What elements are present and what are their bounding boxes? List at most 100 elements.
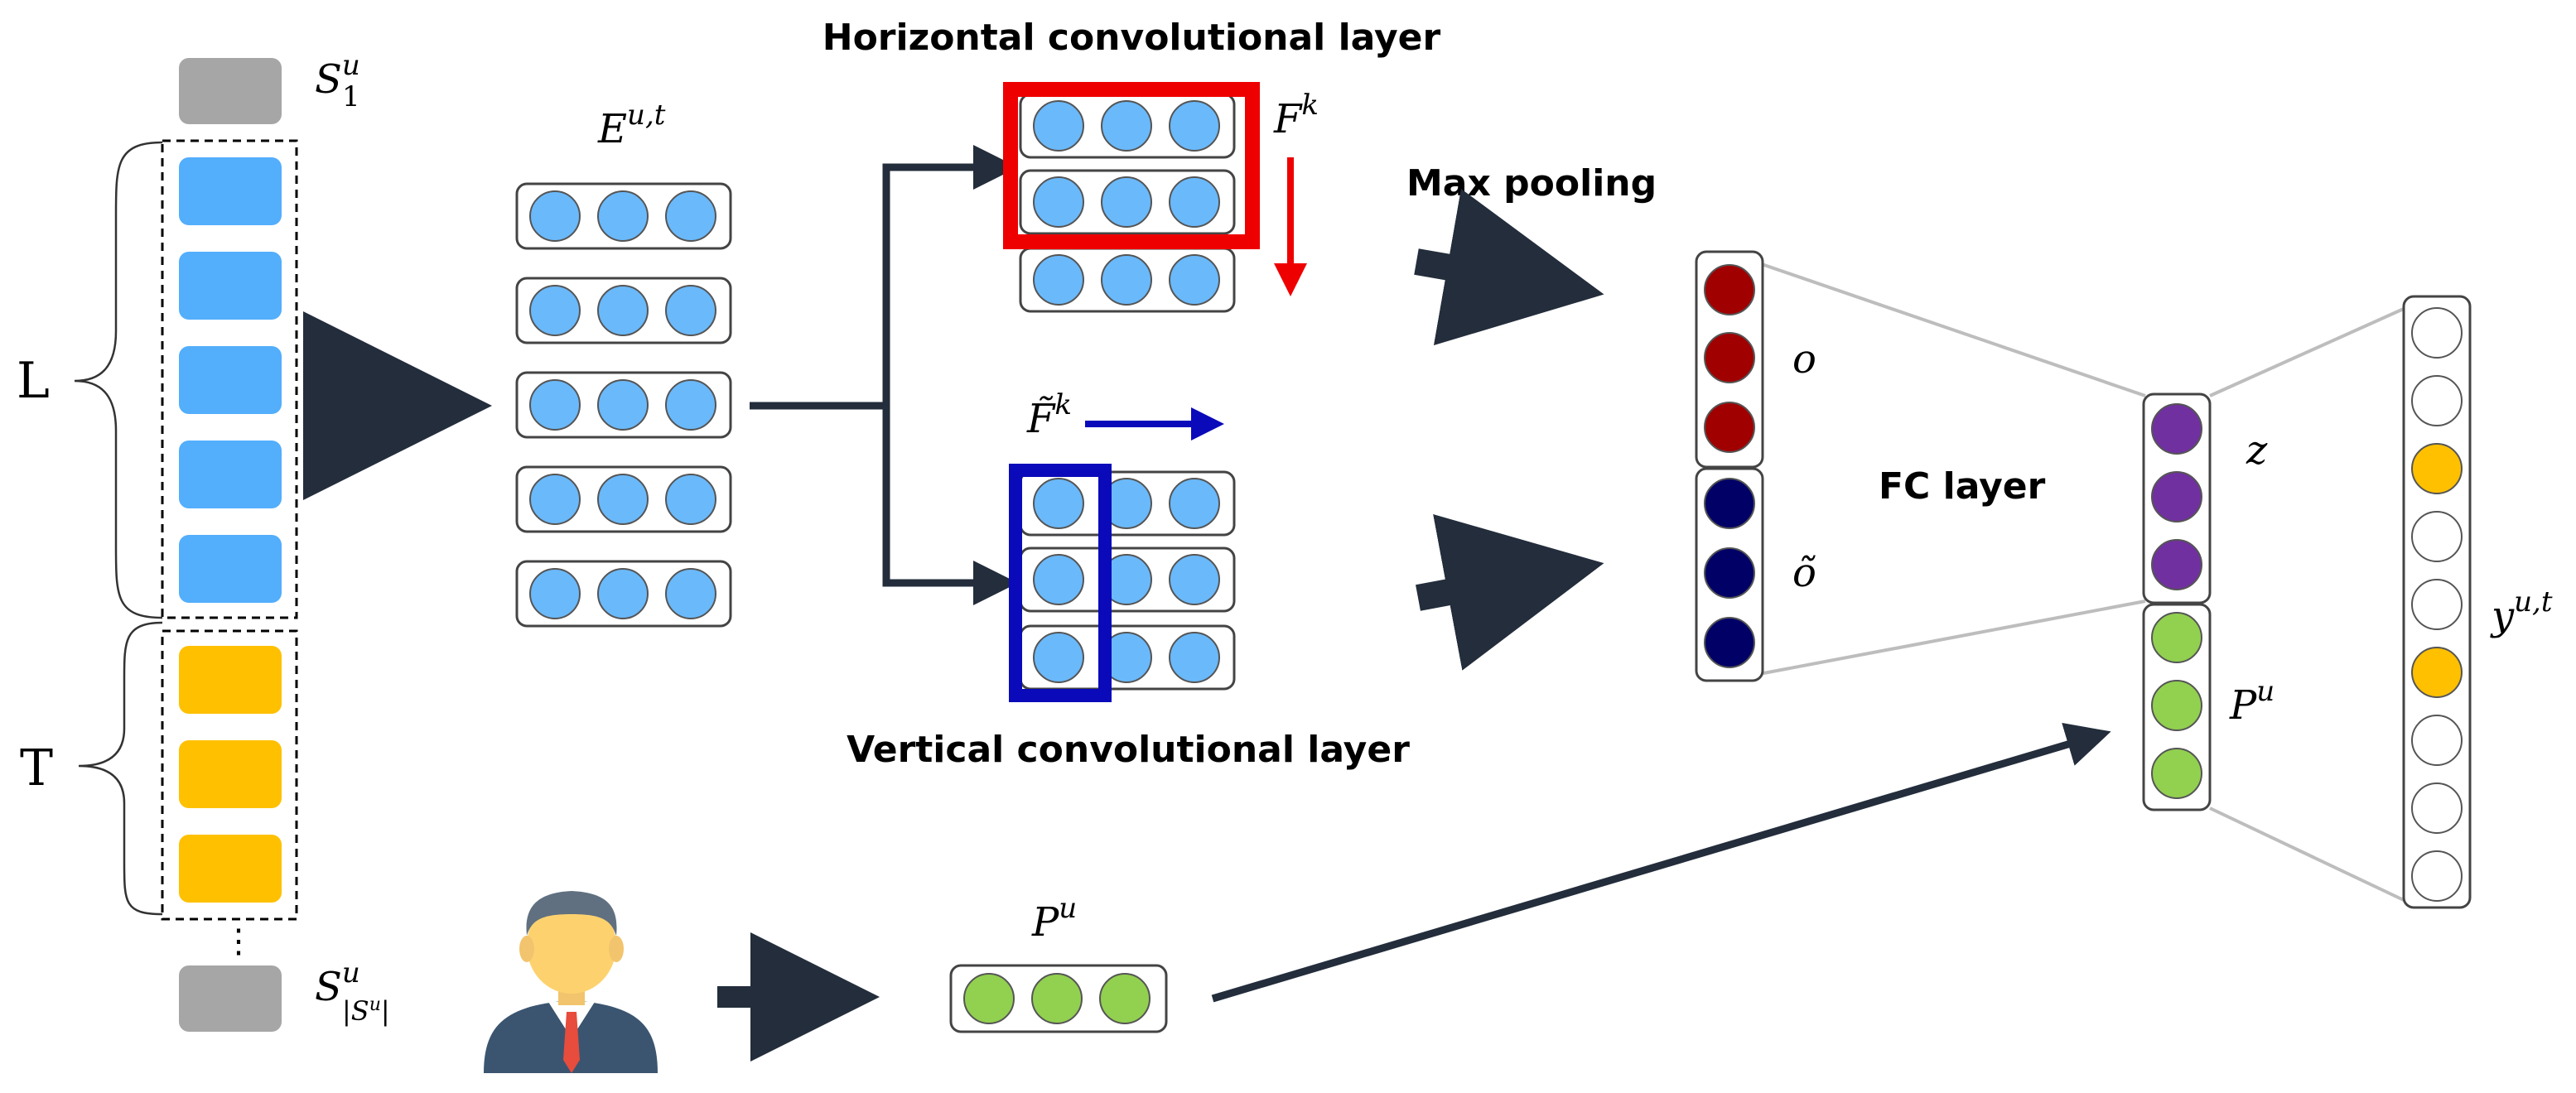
- y-unit: [2411, 850, 2463, 902]
- embedding-unit: [665, 285, 716, 336]
- vertical-conv-row: [1019, 546, 1236, 613]
- e-label: Eu,t: [597, 99, 666, 152]
- o-vector: [1704, 264, 1755, 453]
- embedding-unit: [1169, 176, 1220, 228]
- embedding-unit: [1033, 176, 1084, 228]
- embedding-unit: [1169, 632, 1220, 683]
- embedding-unit: [597, 568, 649, 619]
- embedding-row: [515, 182, 732, 250]
- embedding-unit: [1031, 973, 1083, 1024]
- horizontal-conv-row: [1019, 169, 1236, 235]
- max-pooling-label: Max pooling: [1406, 162, 1657, 205]
- embedding-unit: [1101, 100, 1152, 152]
- embedding-unit: [1101, 254, 1152, 306]
- o-tilde-unit: [1704, 617, 1755, 668]
- y-unit: [2411, 579, 2463, 630]
- vertical-layer-title: Vertical convolutional layer: [847, 729, 1410, 771]
- sequence-first-item: [179, 58, 282, 124]
- embedding-unit: [1033, 100, 1084, 152]
- embedding-row: [515, 465, 732, 533]
- horizontal-conv-row: [1019, 93, 1236, 159]
- t-block: [179, 646, 282, 714]
- o-tilde-vector: [1704, 478, 1755, 668]
- t-label: T: [20, 739, 53, 797]
- y-unit: [2411, 307, 2463, 359]
- embedding-unit: [665, 568, 716, 619]
- horizontal-filter: [1003, 82, 1260, 249]
- embedding-unit: [1101, 176, 1152, 228]
- embedding-unit: [1033, 554, 1084, 605]
- vertical-filter: [1009, 464, 1112, 702]
- l-block: [179, 252, 282, 320]
- l-block: [179, 346, 282, 414]
- z-unit: [2151, 539, 2202, 590]
- f-label: Fk: [1273, 89, 1319, 142]
- embedding-unit: [529, 379, 581, 431]
- t-blocks: [179, 646, 282, 903]
- t-block: [179, 740, 282, 808]
- embedding-unit: [1099, 973, 1151, 1024]
- y-unit: [2411, 375, 2463, 426]
- embedding-unit: [963, 973, 1015, 1024]
- user-embedding-row: [949, 964, 1168, 1033]
- l-blocks: [179, 157, 282, 603]
- vertical-conv-row: [1019, 470, 1236, 537]
- y-unit: [2411, 443, 2463, 494]
- embedding-unit: [1033, 478, 1084, 529]
- user-embedding: [949, 964, 1168, 1033]
- l-block: [179, 441, 282, 508]
- sequence-last-item: [179, 965, 282, 1032]
- embedding-unit: [665, 190, 716, 242]
- l-window-box: [161, 139, 298, 619]
- ellipsis: ⋮: [222, 922, 255, 961]
- horizontal-conv-row: [1019, 247, 1236, 313]
- embedding-unit: [1169, 254, 1220, 306]
- pooling-arrow-top: [1414, 188, 1604, 346]
- l-label: L: [17, 352, 50, 410]
- t-block: [179, 835, 282, 903]
- embedding-matrix: [515, 182, 732, 628]
- embedding-unit: [529, 474, 581, 525]
- embedding-row: [515, 371, 732, 439]
- pu-unit: [2151, 680, 2202, 731]
- vertical-conv-row: [1019, 624, 1236, 691]
- o-unit: [1704, 332, 1755, 383]
- z-unit: [2151, 403, 2202, 455]
- embedding-unit: [1033, 632, 1084, 683]
- z-label: z: [2246, 427, 2268, 474]
- y-vector: [2411, 307, 2463, 902]
- o-label: o: [1792, 336, 1816, 383]
- embedding-unit: [529, 568, 581, 619]
- o-tilde-unit: [1704, 478, 1755, 529]
- l-brace: [74, 141, 163, 619]
- pu-unit: [2151, 612, 2202, 663]
- embedding-row: [515, 560, 732, 628]
- person-icon: [484, 891, 658, 1073]
- pu-unit: [2151, 748, 2202, 799]
- pu-vector: [2151, 612, 2202, 799]
- s1-subscript: 1: [342, 80, 360, 113]
- y-unit: [2411, 782, 2463, 834]
- pu-label-right: Pu: [2229, 675, 2275, 729]
- z-unit: [2151, 471, 2202, 522]
- embedding-unit: [597, 379, 649, 431]
- o-tilde-label: õ: [1792, 550, 1816, 596]
- y-unit: [2411, 715, 2463, 766]
- ft-label: F̃k: [1026, 388, 1072, 442]
- t-brace: [78, 621, 163, 916]
- embedding-unit: [597, 190, 649, 242]
- embedding-unit: [597, 285, 649, 336]
- pu-label-bottom: Pu: [1031, 892, 1077, 946]
- slast-subscript: |Su|: [342, 994, 390, 1027]
- l-block: [179, 535, 282, 603]
- embedding-unit: [1169, 478, 1220, 529]
- embedding-unit: [1169, 100, 1220, 152]
- arrow-pu-to-fc: [1211, 722, 2111, 1003]
- embedding-row: [515, 277, 732, 344]
- l-block: [179, 157, 282, 225]
- embedding-unit: [665, 474, 716, 525]
- branch-connector: [750, 163, 994, 587]
- o-unit: [1704, 264, 1755, 315]
- y-unit: [2411, 647, 2463, 698]
